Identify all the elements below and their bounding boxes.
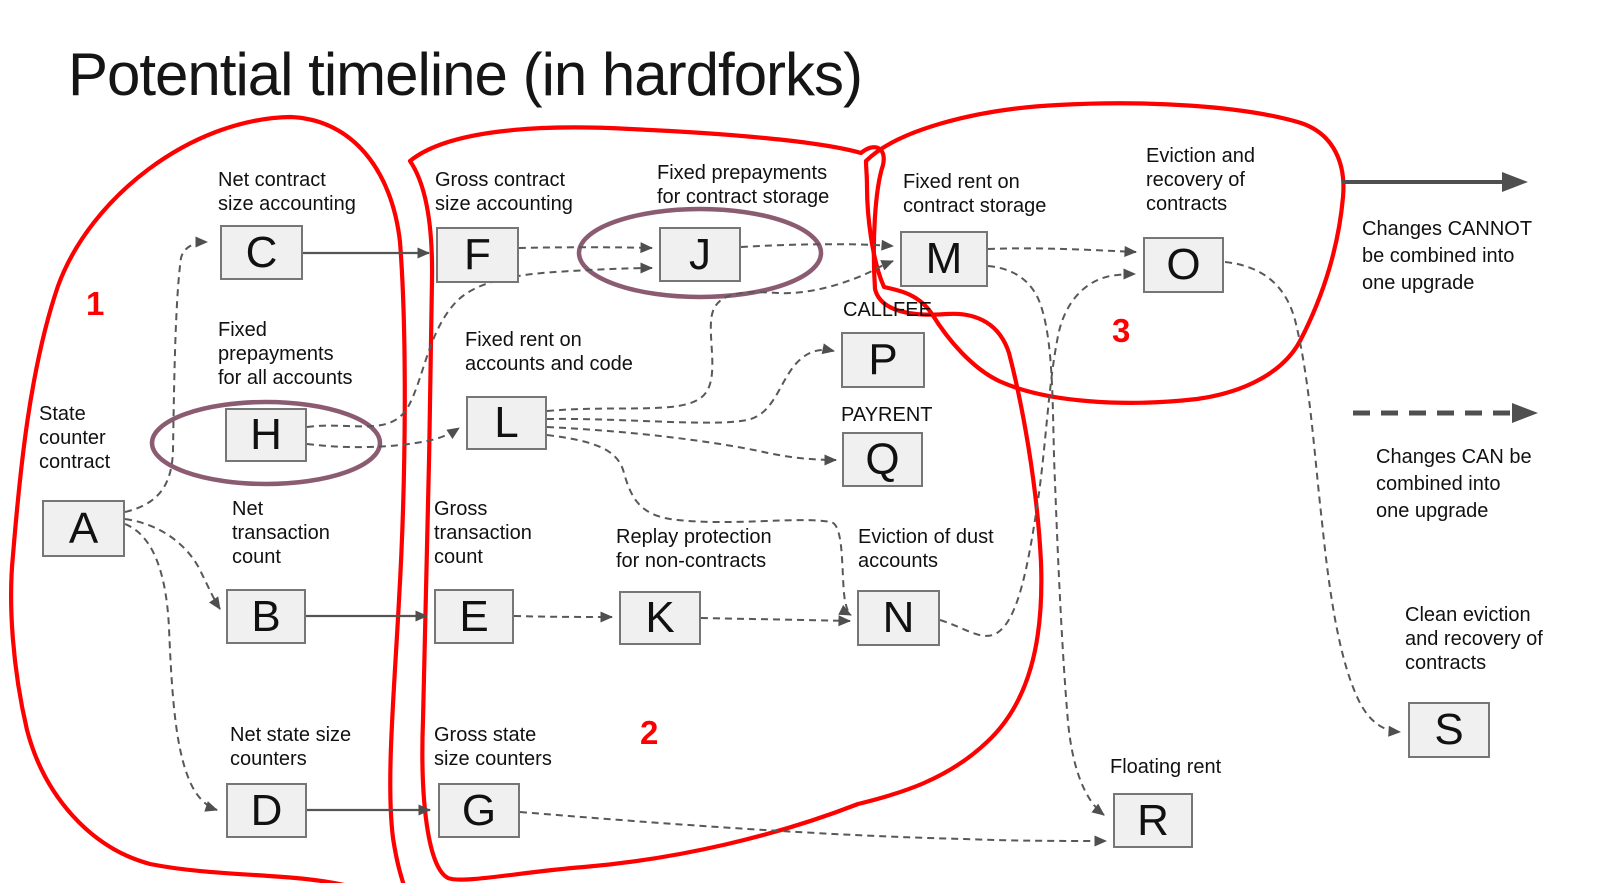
edge-F-J [518,242,653,254]
node-K-box: K [619,591,701,645]
node-E-box: E [434,589,514,644]
node-P-box: P [841,332,925,388]
node-R-box: R [1113,793,1193,848]
label-F: Gross contract size accounting [435,169,573,215]
edge-O-S [1224,261,1401,737]
label-M: Fixed rent on contract storage [903,171,1047,217]
label-N: Eviction of dust accounts [858,526,994,572]
edge-G-R [519,811,1107,847]
edge-A-B [124,518,221,610]
node-O-box: O [1143,237,1224,293]
node-M-box: M [900,231,988,287]
edge-M-O [987,245,1137,257]
label-O: Eviction and recovery of contracts [1146,145,1255,215]
edge-K-N [700,615,851,627]
label-P: CALLFEE [843,299,932,321]
highlight-ellipse-J [576,206,824,300]
group-2-outline [407,125,1044,882]
group-1-number: 1 [86,285,105,322]
edge-J-M [740,239,894,251]
edge-L-Q [546,426,837,466]
label-H: Fixed prepayments for all accounts [218,319,353,389]
edge-H-J [306,262,653,428]
node-H-box: H [225,408,307,462]
edge-L-P [546,343,835,424]
edge-E-K [513,611,613,623]
node-A-box: A [42,500,125,557]
node-S-box: S [1408,702,1490,758]
node-Q-box: Q [842,432,923,487]
node-J-box: J [659,227,741,282]
label-J: Fixed prepayments for contract storage [657,162,830,208]
legend-can-label: Changes CAN be combined into one upgrade [1376,446,1532,522]
group-2-number: 2 [640,714,659,751]
group-3-outline [863,101,1346,405]
label-K: Replay protection for non-contracts [616,526,772,572]
edge-A-C [124,236,208,513]
node-B-box: B [226,589,306,644]
edge-L-N [546,434,852,616]
label-A: State counter contract [39,403,111,473]
label-Q: PAYRENT [841,404,933,426]
node-L-box: L [466,396,547,450]
label-B: Net transaction count [232,498,330,568]
node-G-box: G [438,783,520,838]
node-C-box: C [220,225,303,280]
node-N-box: N [857,590,940,646]
label-R: Floating rent [1110,756,1222,778]
node-F-box: F [436,227,519,283]
legend-cannot-label: Changes CANNOT be combined into one upgr… [1362,218,1533,294]
group-3-number: 3 [1112,312,1131,349]
label-G: Gross state size counters [434,724,552,770]
edge-H-L [306,427,460,449]
group-1-outline [9,114,407,883]
page-title: Potential timeline (in hardforks) [68,41,863,108]
edge-A-D [124,523,218,812]
edge-L-M [546,260,894,412]
node-D-box: D [226,783,307,838]
label-S: Clean eviction and recovery of contracts [1405,604,1543,674]
label-E: Gross transaction count [434,498,532,568]
label-D: Net state size counters [230,724,352,770]
label-C: Net contract size accounting [218,169,356,215]
edge-N-O [939,268,1136,637]
label-L: Fixed rent on accounts and code [465,329,633,375]
highlight-ellipse-H [149,399,383,487]
